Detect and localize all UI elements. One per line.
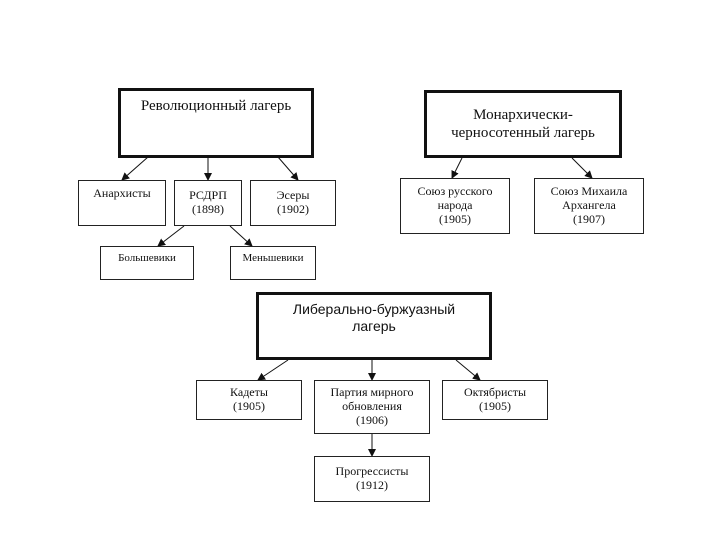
arrow-lib-to-kadets: [257, 359, 289, 381]
union-mikhail-box: Союз Михаила Архангела (1907): [534, 178, 644, 234]
arrow-rev-to-esers: [277, 156, 299, 181]
liberal-camp-box: Либерально-буржуазный лагерь: [256, 292, 492, 360]
arrow-rev-to-anarchists: [121, 156, 149, 181]
mensheviks-label: Меньшевики: [242, 252, 304, 264]
octobrists-name: Октябристы: [463, 385, 527, 400]
esers-name: Эсеры: [276, 188, 310, 203]
peaceful-renewal-box: Партия мирного обновления (1906): [314, 380, 430, 434]
anarchists-label: Анархисты: [93, 186, 151, 200]
mensheviks-box: Меньшевики: [230, 246, 316, 280]
union-mikhail-line1: Союз Михаила: [550, 184, 628, 199]
rsdrp-name: РСДРП: [189, 188, 227, 203]
bolsheviks-label: Большевики: [118, 252, 176, 264]
rsdrp-box: РСДРП (1898): [174, 180, 242, 226]
octobrists-year: (1905): [478, 399, 511, 413]
arrow-rsdrp-to-mensheviks: [229, 225, 253, 247]
revolutionary-camp-box: Революционный лагерь: [118, 88, 314, 158]
monarchist-camp-box: Монархически- черносотенный лагерь: [424, 90, 622, 158]
revolutionary-camp-title: Революционный лагерь: [140, 98, 292, 114]
liberal-title-line2: лагерь: [352, 317, 396, 334]
anarchists-box: Анархисты: [78, 180, 166, 226]
union-russian-people-box: Союз русского народа (1905): [400, 178, 510, 234]
kadets-box: Кадеты (1905): [196, 380, 302, 420]
rsdrp-year: (1898): [191, 202, 224, 216]
union-russian-line2: народа: [437, 198, 473, 213]
monarchist-title-line1: Монархически-: [473, 107, 573, 123]
monarchist-title-line2: черносотенный лагерь: [451, 125, 595, 141]
bolsheviks-box: Большевики: [100, 246, 194, 280]
union-russian-year: (1905): [438, 211, 471, 226]
peaceful-renewal-line2: обновления: [342, 399, 402, 414]
kadets-year: (1905): [232, 399, 265, 413]
arrow-lib-to-octobrists: [455, 359, 481, 381]
esers-box: Эсеры (1902): [250, 180, 336, 226]
progressists-name: Прогрессисты: [335, 464, 409, 479]
peaceful-renewal-year: (1906): [356, 412, 388, 427]
octobrists-box: Октябристы (1905): [442, 380, 548, 420]
progressists-box: Прогрессисты (1912): [314, 456, 430, 502]
union-russian-line1: Союз русского: [417, 184, 493, 199]
arrow-rsdrp-to-bolsheviks: [157, 225, 185, 247]
esers-year: (1902): [276, 202, 309, 216]
peaceful-renewal-line1: Партия мирного: [330, 385, 414, 400]
arrow-mon-to-union-mikhail: [571, 157, 593, 179]
arrow-mon-to-union-russian: [451, 157, 463, 179]
union-mikhail-year: (1907): [573, 211, 605, 226]
progressists-year: (1912): [355, 478, 388, 492]
kadets-name: Кадеты: [230, 385, 268, 400]
union-mikhail-line2: Архангела: [562, 198, 616, 213]
liberal-title-line1: Либерально-буржуазный: [292, 301, 456, 317]
